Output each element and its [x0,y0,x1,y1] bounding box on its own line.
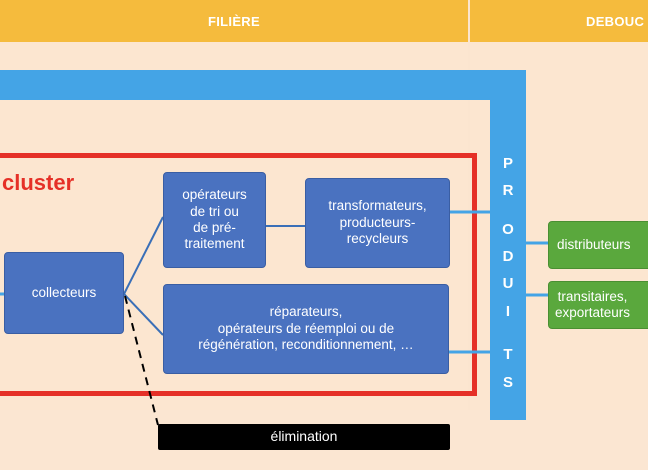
debouches-header: DEBOUC [470,0,648,42]
node-transitaires: transitaires, exportateurs [548,281,648,329]
flow-arrow-horizontal [0,70,526,100]
node-reparateurs: réparateurs, opérateurs de réemploi ou d… [163,284,449,374]
produits-label: P R O D U I T S [496,150,520,400]
node-elimination: élimination [158,424,450,450]
node-transformateurs: transformateurs, producteurs- recycleurs [305,178,450,268]
flow-arrow-vertical [490,70,526,420]
node-tri: opérateurs de tri ou de pré- traitement [163,172,266,268]
produits-letter: T [503,346,513,363]
cluster-label: cluster [2,170,75,195]
cluster-frame [0,153,477,396]
produits-letter: R [502,182,514,199]
produits-letter: D [502,248,514,265]
produits-letter: S [502,374,513,391]
connector-line [123,216,164,295]
produits-letter: O [502,221,514,238]
produits-letter: I [505,303,511,320]
node-distributeurs: distributeurs [548,221,648,269]
filiere-header: FILIÈRE [0,0,468,42]
connector-line [123,293,164,336]
produits-letter: P [502,155,513,172]
dashed-connector [124,295,159,426]
produits-letter: U [502,275,514,292]
node-collecteurs: collecteurs [4,252,124,334]
